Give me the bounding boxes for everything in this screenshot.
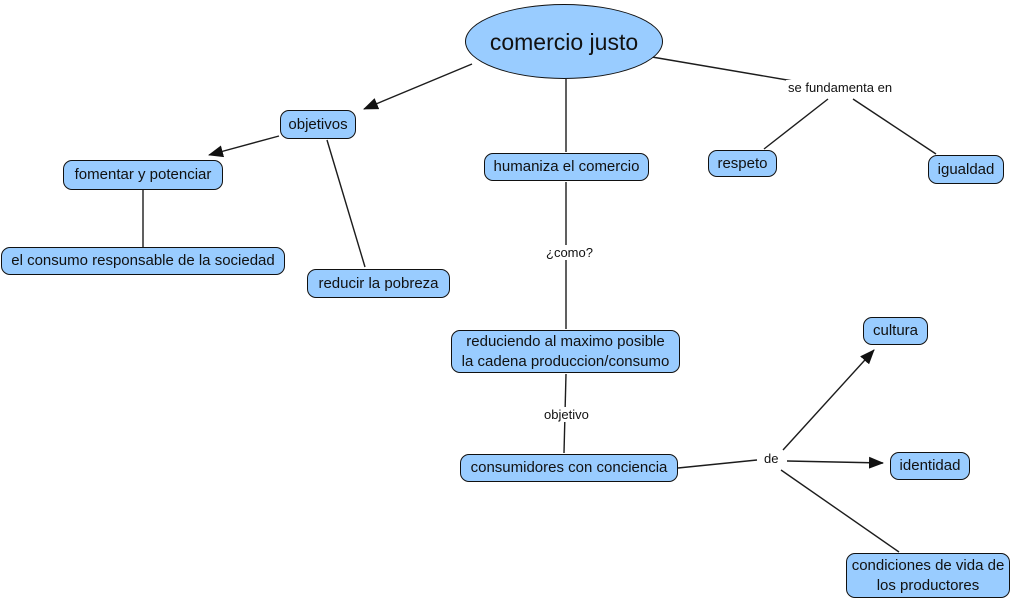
edge-root-to-fundamenta	[651, 56, 794, 82]
edge-de-to-cultura	[782, 349, 875, 451]
node-reduciendo-cadena[interactable]: reduciendo al maximo posible la cadena p…	[451, 330, 680, 373]
edge-label-de[interactable]: de	[762, 451, 781, 466]
node-comercio-justo[interactable]: comercio justo	[465, 4, 663, 79]
node-reducir-la-pobreza[interactable]: reducir la pobreza	[307, 269, 450, 298]
node-consumidores-con-conciencia[interactable]: consumidores con conciencia	[460, 454, 678, 482]
edge-de-to-condiciones	[780, 469, 900, 553]
node-humaniza-el-comercio[interactable]: humaniza el comercio	[484, 153, 649, 181]
edge-objetivos-to-fomentar	[208, 135, 280, 158]
node-respeto[interactable]: respeto	[708, 150, 777, 177]
edge-root-to-objetivos	[363, 63, 473, 110]
edge-consumidores-to-de	[677, 459, 758, 469]
node-consumo-responsable[interactable]: el consumo responsable de la sociedad	[1, 247, 285, 275]
node-cultura[interactable]: cultura	[863, 317, 928, 345]
edge-fundamenta-to-igualdad	[852, 98, 937, 155]
edge-label-como[interactable]: ¿como?	[544, 245, 595, 260]
edge-label-objetivo[interactable]: objetivo	[542, 407, 591, 422]
edge-fundamenta-to-respeto	[763, 98, 829, 150]
edge-objetivos-to-reducir	[326, 139, 366, 268]
node-condiciones-de-vida[interactable]: condiciones de vida de los productores	[846, 553, 1010, 598]
node-objetivos[interactable]: objetivos	[280, 110, 356, 139]
node-igualdad[interactable]: igualdad	[928, 155, 1004, 184]
node-identidad[interactable]: identidad	[890, 452, 970, 480]
node-fomentar-y-potenciar[interactable]: fomentar y potenciar	[63, 160, 223, 190]
edge-label-se-fundamenta-en[interactable]: se fundamenta en	[786, 80, 895, 95]
edge-de-to-identidad	[786, 456, 884, 469]
